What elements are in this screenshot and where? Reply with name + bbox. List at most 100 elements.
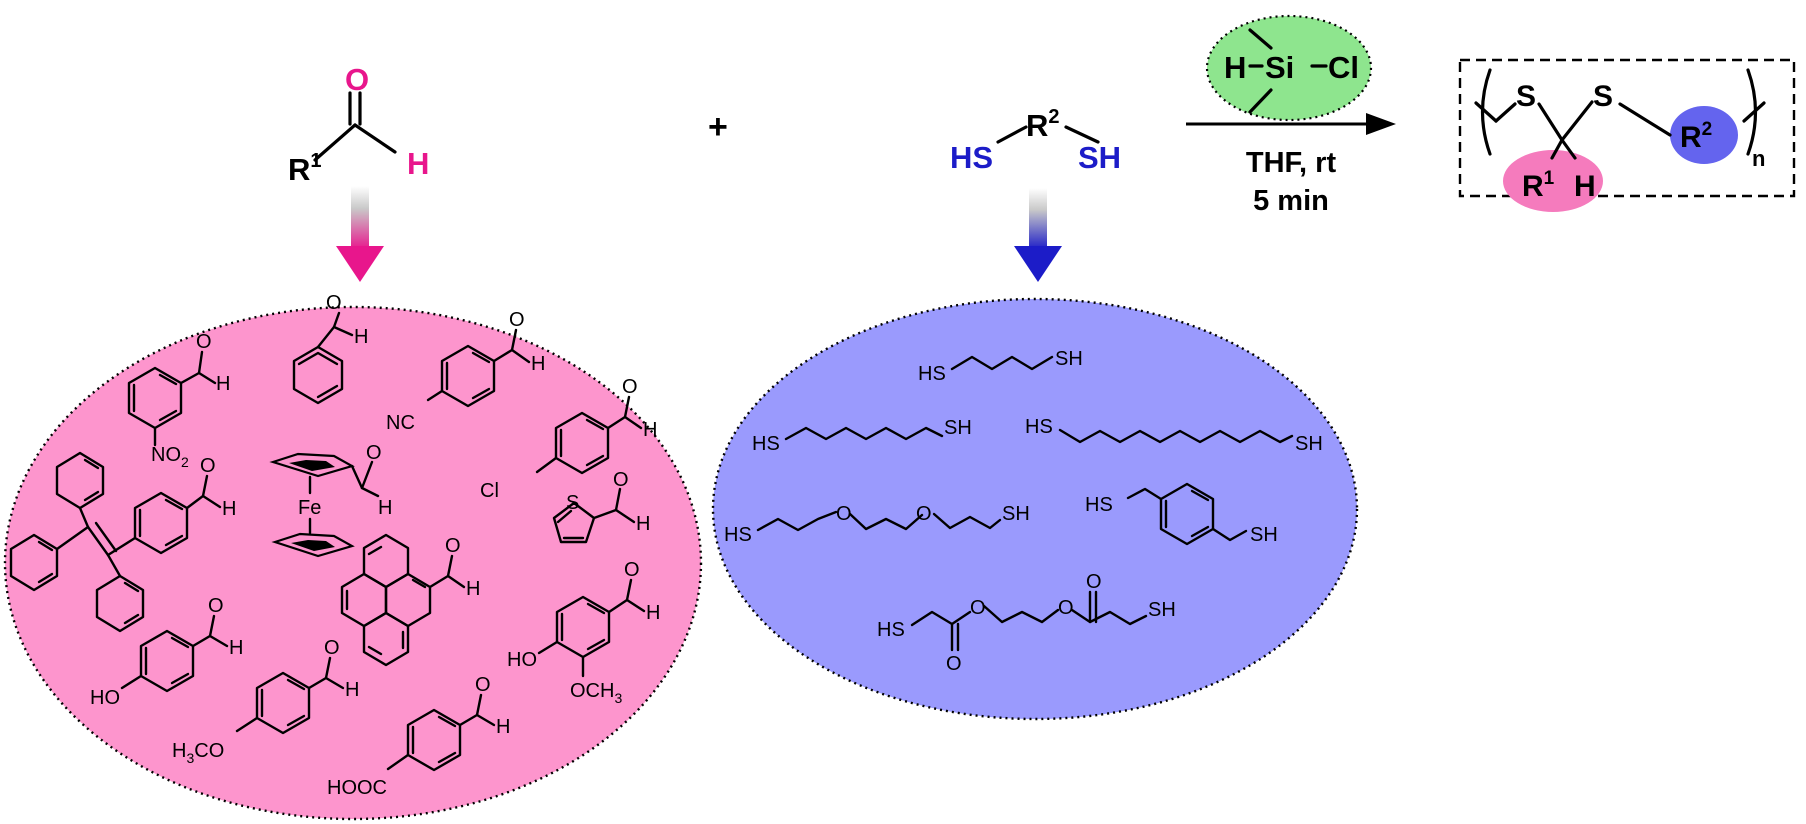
svg-text:H: H	[531, 353, 545, 375]
conditions-solvent-temp: THF, rt	[1246, 147, 1337, 179]
svg-text:OCH3: OCH3	[570, 680, 622, 706]
svg-text:Fe: Fe	[298, 497, 321, 519]
product-dashed-box	[1458, 58, 1796, 198]
dithiol-arrow	[1014, 188, 1062, 282]
octanedithiol: HS SH	[1025, 416, 1323, 455]
r1-blob	[1503, 150, 1603, 212]
svg-text:SH: SH	[1250, 524, 1278, 546]
pyrene-1-carbaldehyde: O H	[340, 533, 480, 667]
svg-text:H: H	[345, 679, 359, 701]
ethylenedioxy-diethanethiol: HS O O SH	[724, 503, 1030, 546]
r2-blob	[1670, 106, 1738, 164]
svg-text:O: O	[200, 455, 216, 477]
svg-text:O: O	[509, 309, 525, 331]
butanedithiol: HS SH	[918, 348, 1083, 385]
svg-text:NO2: NO2	[151, 444, 189, 470]
silane-h: H	[1224, 50, 1246, 85]
svg-text:O: O	[366, 442, 382, 464]
svg-text:H: H	[496, 716, 510, 738]
product-r1: R1	[1522, 168, 1555, 203]
r1-label: R1	[288, 150, 322, 187]
svg-text:O: O	[196, 331, 212, 353]
svg-text:HS: HS	[1085, 494, 1113, 516]
product-r2: R2	[1680, 119, 1712, 154]
svg-text:SH: SH	[1148, 599, 1176, 621]
aldehyde-arrow	[336, 186, 384, 282]
plus-sign: +	[708, 108, 728, 146]
svg-text:H: H	[646, 602, 660, 624]
product-subscript-n: n	[1752, 146, 1765, 171]
product-s-left: S	[1516, 80, 1536, 113]
4-chlorobenzaldehyde: O H Cl	[480, 376, 657, 502]
conditions-time: 5 min	[1253, 185, 1329, 217]
benzenedimethanethiol: HS SH	[1085, 482, 1278, 546]
svg-text:Cl: Cl	[480, 480, 499, 502]
aldehyde-pool-ellipse	[3, 305, 703, 821]
svg-text:SH: SH	[1295, 433, 1323, 455]
vanillin: O H HO OCH3	[507, 559, 660, 706]
svg-text:O: O	[836, 503, 852, 525]
svg-text:H3CO: H3CO	[172, 740, 224, 766]
svg-text:O: O	[326, 292, 342, 314]
svg-text:H: H	[229, 637, 243, 659]
svg-text:O: O	[475, 674, 491, 696]
benzaldehyde: O H	[292, 292, 368, 405]
carbonyl-oxygen: O	[345, 62, 369, 97]
r2-label: R2	[1026, 106, 1060, 143]
svg-text:O: O	[916, 503, 932, 525]
svg-text:O: O	[1058, 597, 1074, 619]
svg-text:HS: HS	[918, 363, 946, 385]
svg-text:O: O	[624, 559, 640, 581]
svg-text:HS: HS	[752, 433, 780, 455]
svg-text:O: O	[613, 469, 629, 491]
product-h: H	[1574, 170, 1596, 203]
aldehyde-structure: R1 O H	[288, 62, 429, 187]
svg-text:HO: HO	[507, 649, 537, 671]
product-s-right: S	[1593, 80, 1613, 113]
silane-si: Si	[1265, 50, 1294, 85]
tetraphenylethylene-aldehyde: O H	[9, 451, 236, 633]
svg-text:NC: NC	[386, 412, 415, 434]
svg-text:SH: SH	[1002, 503, 1030, 525]
svg-text:SH: SH	[1055, 348, 1083, 370]
svg-text:HOOC: HOOC	[327, 777, 387, 799]
svg-text:O: O	[208, 595, 224, 617]
svg-text:O: O	[946, 653, 962, 675]
svg-text:SH: SH	[944, 417, 972, 439]
svg-text:H: H	[222, 498, 236, 520]
4-hydroxybenzaldehyde: O H HO	[90, 595, 243, 709]
svg-text:H: H	[216, 373, 230, 395]
svg-text:O: O	[445, 535, 461, 557]
svg-text:HS: HS	[877, 619, 905, 641]
thiol-pool-ellipse	[711, 297, 1359, 721]
svg-text:H: H	[643, 419, 657, 441]
svg-text:O: O	[324, 637, 340, 659]
4-cyanobenzaldehyde: O H NC	[386, 309, 545, 434]
thiophene-2-carbaldehyde: S O H	[552, 469, 650, 544]
svg-text:S: S	[566, 492, 579, 514]
silane-cl: Cl	[1328, 50, 1359, 85]
polymer-product: S S R1 H R2 n	[1458, 58, 1796, 212]
aldehyde-pool: O H O H NO2 O H NC	[3, 292, 703, 821]
dithiol-hs-left: HS	[950, 140, 993, 175]
reaction-arrow	[1186, 113, 1396, 135]
aldehyde-hydrogen: H	[407, 146, 429, 181]
dithiol-structure: HS R2 SH	[950, 106, 1121, 175]
hexanedithiol: HS SH	[752, 417, 972, 455]
svg-text:O: O	[1086, 571, 1102, 593]
4-formylbenzoic-acid: O H HOOC	[327, 674, 510, 799]
dithiol-sh-right: SH	[1078, 140, 1121, 175]
svg-text:HS: HS	[724, 524, 752, 546]
thiol-pool: HS SH HS SH HS SH HS O O SH	[711, 297, 1359, 721]
svg-text:H: H	[378, 497, 392, 519]
ferrocenecarboxaldehyde: Fe O H	[269, 442, 392, 558]
svg-text:HO: HO	[90, 687, 120, 709]
svg-text:H: H	[636, 513, 650, 535]
svg-text:O: O	[970, 597, 986, 619]
svg-text:HS: HS	[1025, 416, 1053, 438]
3-nitrobenzaldehyde: O H NO2	[127, 331, 230, 470]
4-methoxybenzaldehyde: O H H3CO	[172, 637, 359, 766]
svg-text:H: H	[354, 326, 368, 348]
svg-text:O: O	[622, 376, 638, 398]
